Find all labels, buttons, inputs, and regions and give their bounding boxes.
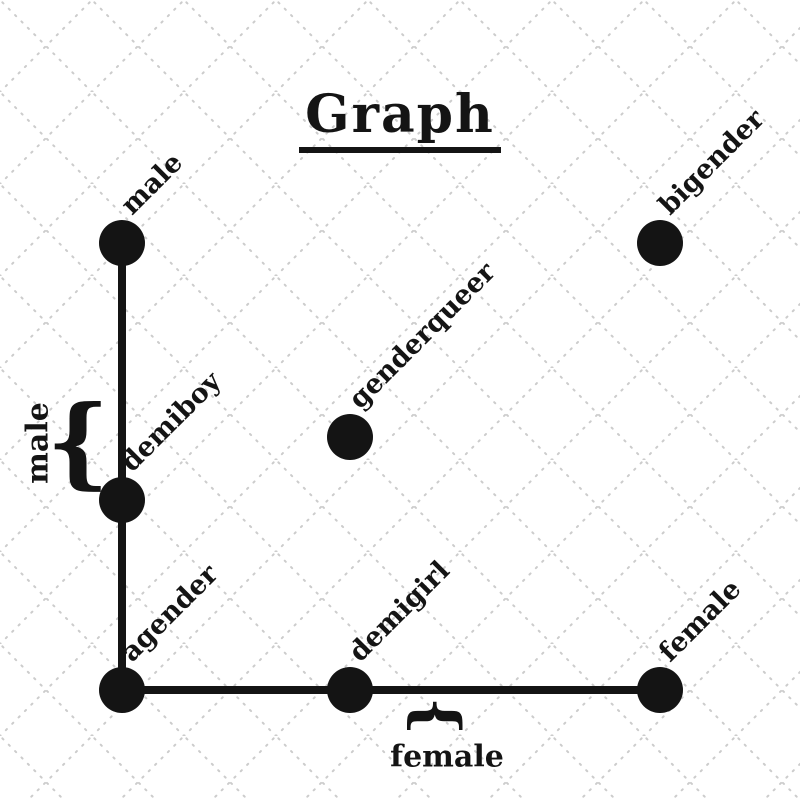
- node-circle-icon: [327, 667, 373, 713]
- node-label-female: female: [653, 573, 748, 668]
- node-circle-icon: [637, 667, 683, 713]
- left-curly-brace-icon: {: [46, 385, 110, 500]
- bottom-curly-brace-icon: {: [402, 696, 472, 736]
- page-title: Graph: [299, 84, 501, 153]
- node-circle-icon: [99, 220, 145, 266]
- node-circle-icon: [99, 667, 145, 713]
- title-wrap: Graph: [0, 84, 800, 153]
- node-circle-icon: [637, 220, 683, 266]
- node-circle-icon: [327, 414, 373, 460]
- node-label-agender: agender: [115, 558, 225, 668]
- node-label-demiboy: demiboy: [115, 365, 228, 478]
- bottom-brace-label: female: [390, 739, 504, 775]
- left-brace-label: male: [20, 402, 56, 484]
- node-label-male: male: [115, 147, 189, 221]
- node-label-genderqueer: genderqueer: [343, 256, 502, 415]
- node-label-demigirl: demigirl: [343, 555, 456, 668]
